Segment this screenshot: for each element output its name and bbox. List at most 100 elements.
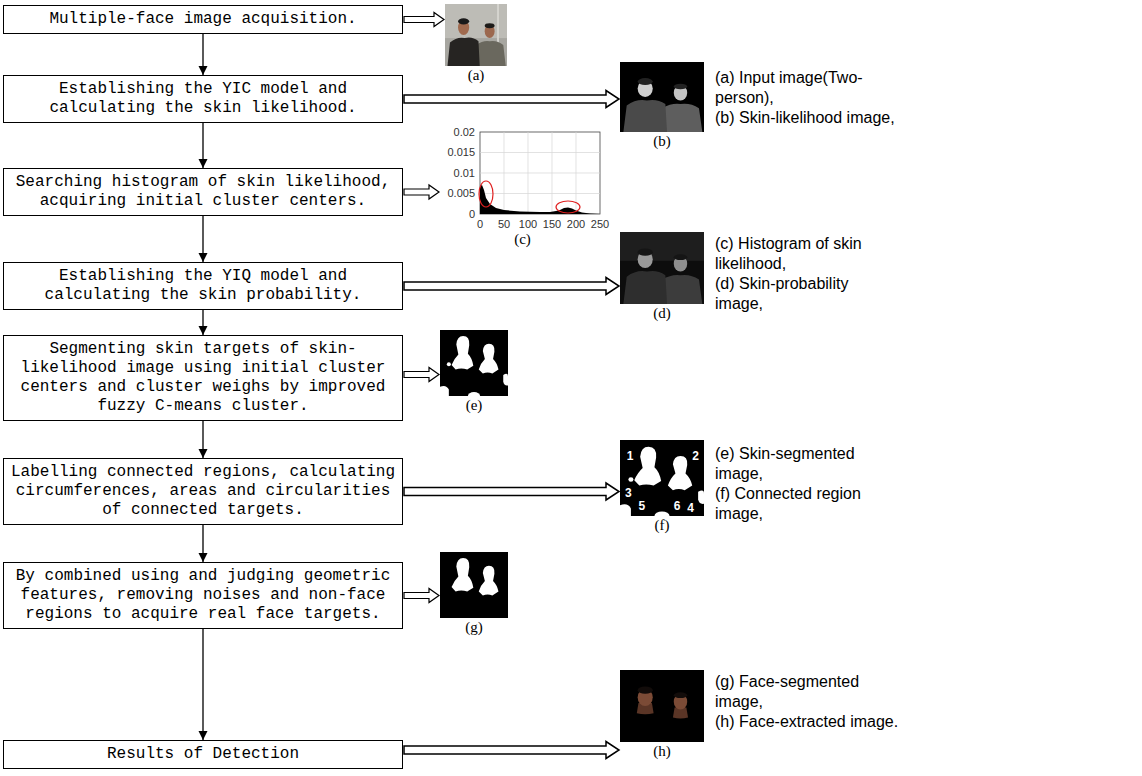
drawn-shape [452,558,474,592]
caption-holder: (d) [608,304,716,322]
face-mask-illustration [440,552,508,618]
process-box: Segmenting skin targets of skin-likeliho… [3,335,403,421]
image-caption: (a) [433,66,519,84]
figure-legend-text: (b) Skin-likelihood image, [715,108,900,128]
caption-holder: (b) [608,132,716,150]
hollow-arrow [404,742,619,759]
drawn-shape [620,504,631,516]
drawn-shape [497,4,499,47]
drawn-shape [620,670,704,742]
box-text: Multiple-face image acquisition. [9,10,397,29]
legend-group: (a) Input image(Two-person),(b) Skin-lik… [715,68,900,128]
process-box: Labelling connected regions, calculating… [3,458,403,525]
box-text: Searching histogram of skin likelihood, … [9,173,397,211]
caption-holder: (e) [428,396,520,414]
process-box: By combined using and judging geometric … [3,562,403,629]
connector-line [202,629,203,740]
axis-tick: 0.02 [454,126,475,139]
drawn-shape [503,374,508,386]
drawn-shape [452,336,474,370]
legend-group: (c) Histogram of skin likelihood,(d) Ski… [715,234,900,314]
axis-tick: 0 [477,218,483,231]
caption-holder: (f) [608,516,716,534]
drawn-shape [440,552,508,618]
axis-tick: 100 [519,218,537,231]
face-extract-illustration [620,670,704,742]
axis-tick: 200 [567,218,585,231]
flow-arrow [199,310,208,335]
figure-legend-text: (h) Face-extracted image. [715,712,900,732]
image-caption: (g) [428,618,520,636]
drawn-shape [623,271,667,304]
image-caption: (c) [428,230,617,248]
flow-arrow [404,742,619,759]
flow-arrow [404,589,439,603]
photo-illustration [445,4,507,66]
drawn-shape [674,84,687,90]
flow-arrow [404,278,619,295]
hollow-arrow [404,589,439,603]
image-caption: (e) [428,396,520,414]
drawn-shape [479,181,493,207]
drawn-shape [440,330,508,396]
figure-legend-text: (g) Face-segmented image, [715,672,900,712]
drawn-shape [468,392,480,396]
box-text: Establishing the YIQ model and calculati… [9,267,397,305]
mask-illustration [440,330,508,396]
image-panel: (b) [620,62,704,150]
likelihood-illustration [620,62,704,132]
figure-legend-text: (c) Histogram of skin likelihood, [715,234,900,274]
drawn-shape [480,173,600,174]
region-number: 6 [674,500,681,513]
image-caption: (h) [608,742,716,760]
flow-arrow [404,13,444,27]
drawn-shape [623,100,667,132]
image-panel: (d) [620,232,704,322]
drawn-shape [674,254,687,260]
hollow-arrow [404,13,444,27]
flow-arrow [199,525,208,562]
arrow-head [199,159,208,168]
flow-arrow [199,123,208,168]
axis-tick: 0.015 [447,146,475,159]
hollow-arrow [404,185,439,199]
drawn-shape [638,687,653,694]
drawn-shape [638,78,653,85]
image-panel: (a) [445,4,507,84]
caption-holder: (g) [428,618,520,636]
drawn-shape [458,18,469,24]
axis-tick: 0.01 [454,167,475,180]
flow-arrow [404,91,619,108]
caption-holder: (c) [428,230,617,248]
flow-arrow [199,216,208,262]
image-caption: (f) [608,516,716,534]
hollow-arrow [404,368,439,382]
caption-holder: (h) [608,742,716,760]
figure-legend-text: (e) Skin-segmented image, [715,444,900,484]
drawn-shape [634,447,661,486]
axis-tick: 250 [591,218,609,231]
drawn-shape [479,566,499,596]
arrow-head [199,66,208,75]
flow-arrow [199,34,208,75]
region-number: 1 [627,450,634,463]
drawn-shape [480,185,600,214]
arrow-head [199,326,208,335]
region-number: 4 [687,502,694,515]
hollow-arrow [404,483,619,500]
flow-arrow [404,368,439,382]
hollow-arrow [404,278,619,295]
probability-illustration [620,232,704,304]
drawn-shape [620,440,704,516]
image-caption: (d) [608,304,716,322]
drawn-shape [620,232,704,261]
hollow-arrow [404,91,619,108]
image-caption: (b) [608,132,716,150]
region-number: 2 [692,450,699,463]
axis-tick: 150 [543,218,561,231]
figure-legend-text: (f) Connected region image, [715,484,900,524]
process-box: Establishing the YIQ model and calculati… [3,262,403,310]
image-panel: (g) [440,552,508,636]
region-number: 5 [638,500,645,513]
